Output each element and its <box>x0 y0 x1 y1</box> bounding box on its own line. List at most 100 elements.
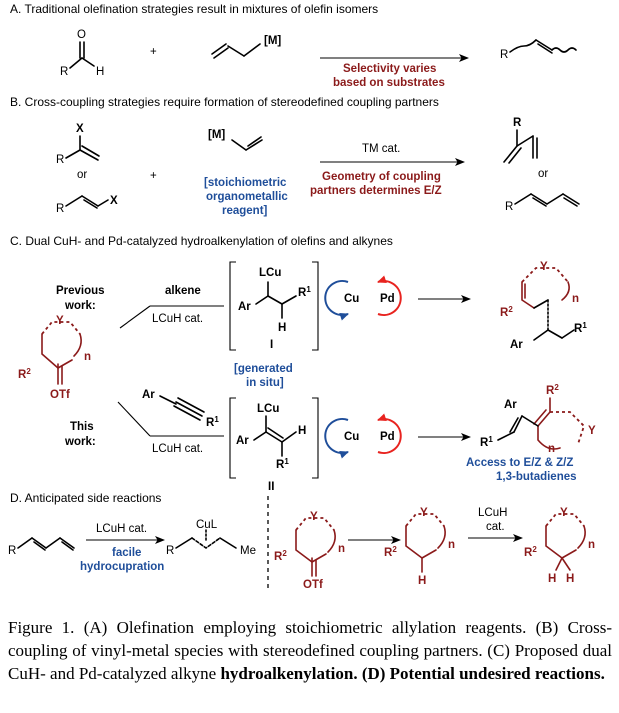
d-ring2-r2: R2 <box>384 545 397 560</box>
prod-bot-n: n <box>548 443 555 455</box>
d-ring2-y: Y <box>420 507 428 519</box>
alkyne-r1: R1 <box>206 415 219 430</box>
facile-line1: facile <box>112 547 141 559</box>
aldehyde-h: H <box>96 66 104 78</box>
caption-text: (A) Olefination employing stoichiometric… <box>8 618 612 683</box>
catalytic-cycle-bottom: Cu Pd <box>324 413 402 459</box>
b-or-left: or <box>77 169 87 181</box>
cu-bottom: Cu <box>344 431 359 443</box>
int2-h: H <box>298 425 306 437</box>
plus-b: + <box>150 170 157 182</box>
pd-top: Pd <box>380 293 395 305</box>
panel-a-header: A. Traditional olefination strategies re… <box>10 2 378 16</box>
product-a-r: R <box>500 49 508 61</box>
panel-a: A. Traditional olefination strategies re… <box>10 2 577 89</box>
diene-d: R <box>8 537 75 557</box>
d-ring2-n: n <box>448 539 455 551</box>
plus-a: + <box>150 46 157 58</box>
aldehyde-structure: O R H <box>60 29 104 78</box>
d-ring-1: Y n R2 OTf <box>274 511 345 591</box>
lcuh-cat-bottom: LCuH cat. <box>152 443 203 455</box>
panel-d: D. Anticipated side reactions R LCuH cat… <box>8 491 595 592</box>
this-line1: This <box>70 421 94 433</box>
d-ring1-y: Y <box>310 511 318 523</box>
access-line2: 1,3-butadienes <box>496 471 577 483</box>
selectivity-line1: Selectivity varies <box>343 63 436 75</box>
b-x-top: X <box>76 123 84 135</box>
prod-top-n: n <box>572 293 579 305</box>
prod-bot-r2: R2 <box>546 383 559 398</box>
vinyl-triflate: Y n R2 OTf <box>18 315 91 401</box>
pd-bottom: Pd <box>380 431 395 443</box>
allyl-metal-structure: [M] <box>211 35 281 59</box>
figure-1-scheme: A. Traditional olefination strategies re… <box>8 2 596 592</box>
d-lcuh2-line1: LCuH <box>478 507 507 519</box>
d-r-left: R <box>8 545 16 557</box>
triflate-y: Y <box>56 315 64 327</box>
d-ring1-r2: R2 <box>274 549 287 564</box>
int1-ar: Ar <box>238 301 251 313</box>
b-r-top: R <box>56 154 64 166</box>
facile-line2: hydrocupration <box>80 561 164 573</box>
intermediate-1: LCu Ar R1 H I <box>229 261 319 351</box>
tm-cat: TM cat. <box>362 143 400 155</box>
alkyne-ar: Ar <box>142 389 155 401</box>
prod-top-r1: R1 <box>574 321 587 336</box>
panel-d-header: D. Anticipated side reactions <box>10 491 161 505</box>
d-me: Me <box>240 545 256 557</box>
b-metal: [M] <box>208 129 225 141</box>
b-x-bottom: X <box>110 195 118 207</box>
int1-label: I <box>270 339 273 351</box>
prod-top-ar: Ar <box>510 339 523 351</box>
int2-lcu: LCu <box>257 403 279 415</box>
d-ring2-h: H <box>418 575 426 587</box>
b-or-right: or <box>538 168 548 180</box>
diene-product-a: R <box>500 39 577 61</box>
aldehyde-r: R <box>60 66 68 78</box>
b-r-bottom: R <box>56 203 64 215</box>
access-line1: Access to E/Z & Z/Z <box>466 457 573 469</box>
b-prod-r-top: R <box>513 117 522 129</box>
intermediate-2: LCu Ar H R1 II <box>229 397 319 493</box>
catalytic-cycle-top: Cu Pd <box>324 275 402 321</box>
product-bottom: R2 Y n Ar R1 <box>480 383 596 456</box>
prod-bot-r1: R1 <box>480 435 493 450</box>
d-ring1-otf: OTf <box>303 579 323 591</box>
panel-b: B. Cross-coupling strategies require for… <box>10 95 580 217</box>
panel-b-header: B. Cross-coupling strategies require for… <box>10 95 439 109</box>
d-ring3-h2: H <box>566 573 574 585</box>
d-ring3-n: n <box>588 539 595 551</box>
selectivity-line2: based on substrates <box>333 77 445 89</box>
product-top: Y n R2 R1 Ar <box>500 261 587 351</box>
prod-top-y: Y <box>540 261 548 273</box>
d-ring3-h1: H <box>548 573 556 585</box>
geometry-line2: partners determines E/Z <box>310 185 442 197</box>
int2-label: II <box>268 481 274 493</box>
this-line2: work: <box>64 436 96 448</box>
geometry-line1: Geometry of coupling <box>322 171 441 183</box>
int2-ar: Ar <box>236 435 249 447</box>
int2-r1: R1 <box>276 457 289 472</box>
diene-product-b-bottom: R <box>505 193 580 213</box>
alkyne: Ar R1 <box>142 389 219 429</box>
triflate-r2: R2 <box>18 367 31 382</box>
allyl-copper: R CuL Me <box>166 519 256 557</box>
triflate-n: n <box>84 351 91 363</box>
vinyl-metal: [M] <box>208 129 263 151</box>
prod-bot-y: Y <box>588 425 596 437</box>
caption-bold-tail: hydroalkenylation. (D) Potential undesir… <box>220 664 605 683</box>
int1-lcu: LCu <box>259 267 281 279</box>
previous-line1: Previous <box>56 285 105 297</box>
generated-line2: in situ] <box>246 377 284 389</box>
b-prod-r-bottom: R <box>505 201 513 213</box>
cu-top: Cu <box>344 293 359 305</box>
d-lcuh: LCuH cat. <box>96 523 147 535</box>
allyl-metal-m: [M] <box>264 35 281 47</box>
diene-product-b-top: R <box>503 117 538 164</box>
int1-r1: R1 <box>298 285 311 300</box>
panel-c: C. Dual CuH- and Pd-catalyzed hydroalken… <box>10 234 596 493</box>
figure-caption: Figure 1. (A) Olefination employing stoi… <box>8 616 612 685</box>
generated-line1: [generated <box>234 363 293 375</box>
caption-label: Figure 1. <box>8 618 75 637</box>
aldehyde-o: O <box>77 29 86 41</box>
